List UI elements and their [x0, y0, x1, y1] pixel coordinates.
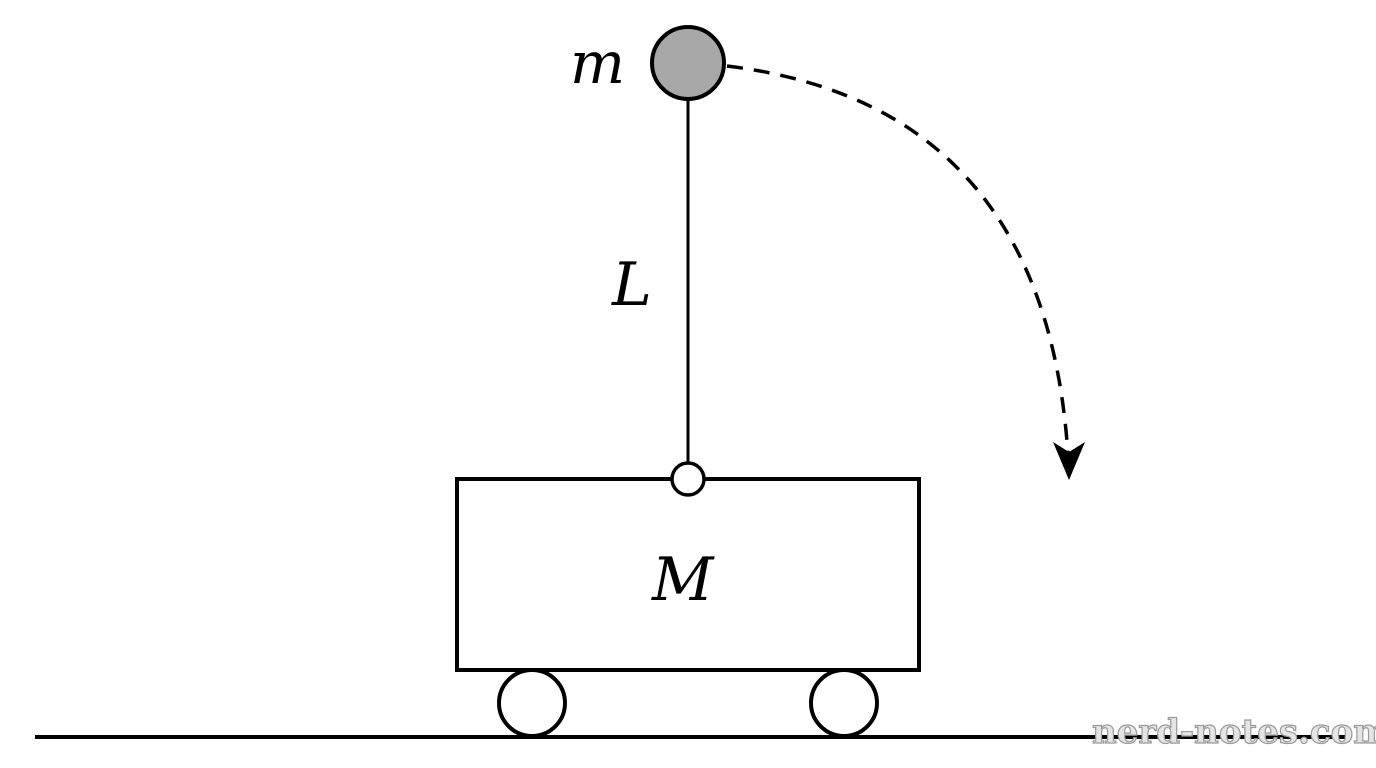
pendulum-bob	[650, 25, 726, 101]
swing-arrowhead	[1053, 442, 1085, 480]
bob-mass-label: m	[570, 29, 625, 97]
rod-length-label: L	[611, 250, 652, 320]
right-wheel	[809, 668, 879, 738]
pivot-joint	[670, 461, 706, 497]
swing-direction-arrow	[726, 64, 1070, 456]
watermark-text: nerd-notes.com	[1092, 712, 1376, 752]
left-wheel	[497, 668, 567, 738]
cart-body	[455, 477, 921, 672]
cart-mass-label: M	[651, 545, 715, 615]
